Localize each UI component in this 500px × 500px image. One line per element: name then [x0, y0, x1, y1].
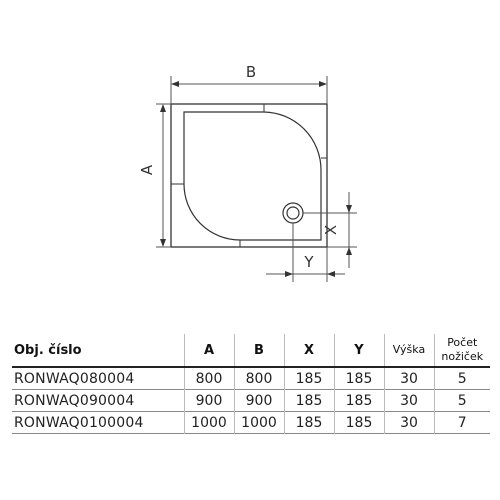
dim-y-label: Y [303, 253, 314, 271]
dim-x-arrow-bottom [346, 247, 352, 255]
cell-b: 900 [233, 389, 284, 412]
cell-pocet: 7 [433, 411, 490, 434]
cell-x: 185 [283, 367, 334, 390]
table-row: RONWAQ0100004 1000 1000 185 185 30 7 [12, 411, 490, 434]
shower-tray-drawing: B A X Y [138, 63, 357, 282]
header-b: B [233, 334, 284, 367]
dim-x-label: X [322, 225, 340, 235]
cell-vyska: 30 [383, 389, 434, 412]
dim-a-label: A [138, 164, 156, 175]
table-header-row: Obj. číslo A B X Y Výška Počet nožiček [12, 334, 490, 367]
table-row: RONWAQ080004 800 800 185 185 30 5 [12, 367, 490, 390]
quadrant-basin [183, 111, 322, 241]
cell-b: 1000 [233, 411, 284, 434]
dim-y-arrow-right [327, 271, 335, 277]
cell-a: 800 [183, 367, 234, 390]
cell-b: 800 [233, 367, 284, 390]
cell-x: 185 [283, 389, 334, 412]
dim-b-arrow-left [171, 81, 179, 87]
cell-a: 1000 [183, 411, 234, 434]
spec-table: Obj. číslo A B X Y Výška Počet nožiček R… [12, 334, 490, 434]
header-a: A [183, 334, 234, 367]
tray-outline [170, 103, 328, 248]
cell-obj: RONWAQ090004 [14, 392, 135, 409]
drain-outer [282, 202, 304, 224]
cell-obj: RONWAQ080004 [14, 370, 135, 387]
cell-pocet: 5 [433, 367, 490, 390]
dim-a-arrow-bottom [160, 239, 166, 247]
cell-y: 185 [333, 367, 384, 390]
header-pocet: Počet nožiček [433, 334, 490, 367]
header-vyska: Výška [383, 334, 434, 367]
dim-x-arrow-top [346, 205, 352, 213]
cell-vyska: 30 [383, 367, 434, 390]
header-obj: Obj. číslo [14, 342, 82, 358]
header-y: Y [333, 334, 384, 367]
dim-b-arrow-right [319, 81, 327, 87]
cell-x: 185 [283, 411, 334, 434]
cell-obj: RONWAQ0100004 [14, 414, 144, 431]
dim-b-label: B [246, 63, 256, 81]
cell-y: 185 [333, 389, 384, 412]
cell-y: 185 [333, 411, 384, 434]
drain-inner [286, 206, 300, 220]
cell-vyska: 30 [383, 411, 434, 434]
dim-y-arrow-left [285, 271, 293, 277]
table-row: RONWAQ090004 900 900 185 185 30 5 [12, 389, 490, 412]
dim-a-arrow-top [160, 104, 166, 112]
cell-pocet: 5 [433, 389, 490, 412]
header-pocet-line1: Počet [447, 336, 478, 349]
cell-a: 900 [183, 389, 234, 412]
header-pocet-line2: nožiček [441, 350, 484, 363]
header-x: X [283, 334, 334, 367]
